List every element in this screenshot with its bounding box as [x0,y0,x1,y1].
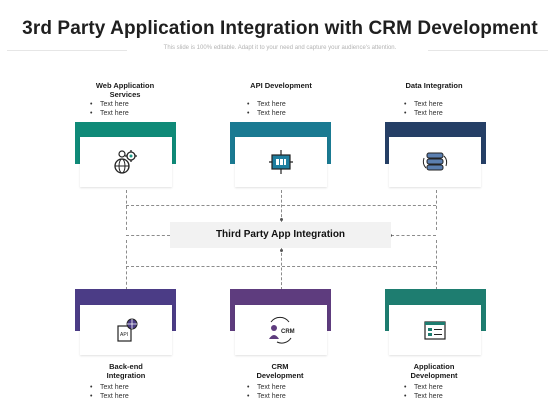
node-label: CRM Development [256,362,304,380]
node-label: Application Development [410,362,458,380]
node-bullets: Text here Text here [404,100,484,118]
connector-dot [280,218,283,221]
connector-left-lower [126,240,127,290]
node-bullets: Text here Text here [247,383,327,401]
connector-right-lower [436,240,437,290]
database-sync-icon [422,152,448,171]
title-divider-left [7,50,127,51]
node-card: API [80,305,172,355]
page-subtitle: This slide is 100% editable. Adapt it to… [163,45,397,51]
node-label: API Development [250,81,312,90]
connector-center-to-right [391,235,436,236]
connector-left-upper [126,190,127,230]
connector-left-to-center [126,235,170,236]
connector-right-upper [436,190,437,230]
connector-center-top [281,190,282,222]
node-card [80,137,172,187]
node-label: Back-end Integration [106,362,146,380]
node-bullets: Text here Text here [247,100,327,118]
node-bullets: Text here Text here [90,100,170,118]
app-window-icon [424,321,446,340]
node-label: Web Application Services [95,81,155,99]
node-bullets: Text here Text here [90,383,170,401]
node-card [389,137,481,187]
node-card [389,305,481,355]
center-node: Third Party App Integration [170,222,391,248]
connector-center-bottom [281,248,282,290]
node-card [235,137,327,187]
node-bullets: Text here Text here [404,383,484,401]
node-label: Data Integration [405,81,463,90]
svg-text:API: API [120,332,128,338]
gears-globe-icon [114,150,137,174]
crm-user-icon: CRM [269,316,295,344]
page-title: 3rd Party Application Integration with C… [22,18,538,39]
crm-icon-text: CRM [281,329,295,335]
api-chip-icon [269,150,293,174]
node-card: CRM [235,305,327,355]
connector-dot [280,249,283,252]
api-document-globe-icon: API [117,318,138,342]
title-divider-right [428,50,548,51]
